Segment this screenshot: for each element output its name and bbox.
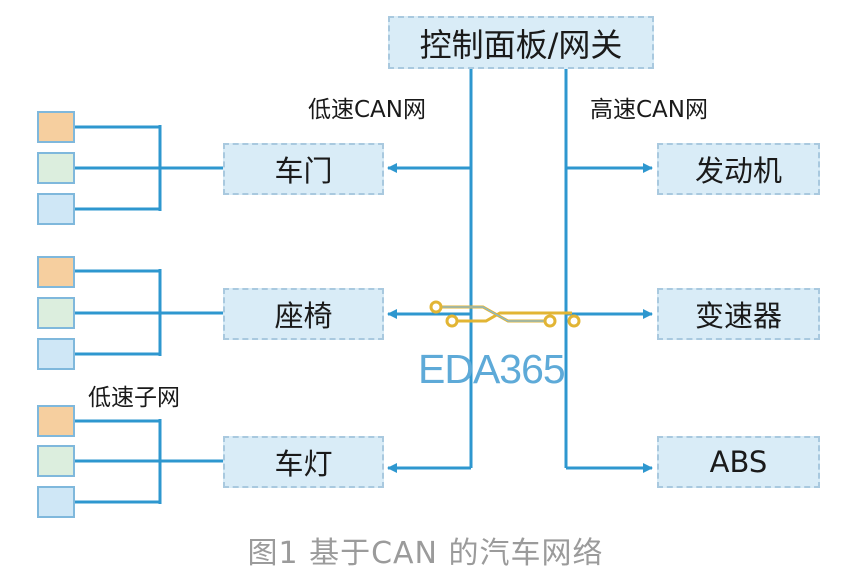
- subnet-connector-light: [75, 419, 225, 504]
- subnet-connector-seat: [75, 269, 225, 356]
- subnet-device-square: [37, 193, 75, 225]
- subnet-device-square: [37, 256, 75, 288]
- subnet-device-square: [37, 152, 75, 184]
- subnet-device-square: [37, 445, 75, 477]
- seat-node: 座椅: [223, 288, 384, 340]
- subnet-device-square: [37, 338, 75, 370]
- door-node: 车门: [223, 143, 384, 195]
- low-speed-can-label: 低速CAN网: [308, 97, 426, 123]
- transmission-node: 变速器: [657, 288, 820, 340]
- subnet-device-square: [37, 297, 75, 329]
- watermark-text: EDA365: [418, 346, 566, 392]
- subnet-device-square: [37, 111, 75, 143]
- gateway-node: 控制面板/网关: [388, 16, 654, 69]
- abs-node: ABS: [657, 436, 820, 488]
- high-speed-can-label: 高速CAN网: [590, 97, 708, 123]
- light-node: 车灯: [223, 436, 384, 488]
- subnet-device-square: [37, 405, 75, 437]
- low-speed-subnet-label: 低速子网: [88, 385, 180, 411]
- subnet-device-square: [37, 486, 75, 518]
- subnet-connector-door: [75, 125, 225, 211]
- engine-node: 发动机: [657, 143, 820, 195]
- figure-caption: 图1 基于CAN 的汽车网络: [247, 536, 604, 571]
- watermark-logo-icon: [429, 300, 581, 328]
